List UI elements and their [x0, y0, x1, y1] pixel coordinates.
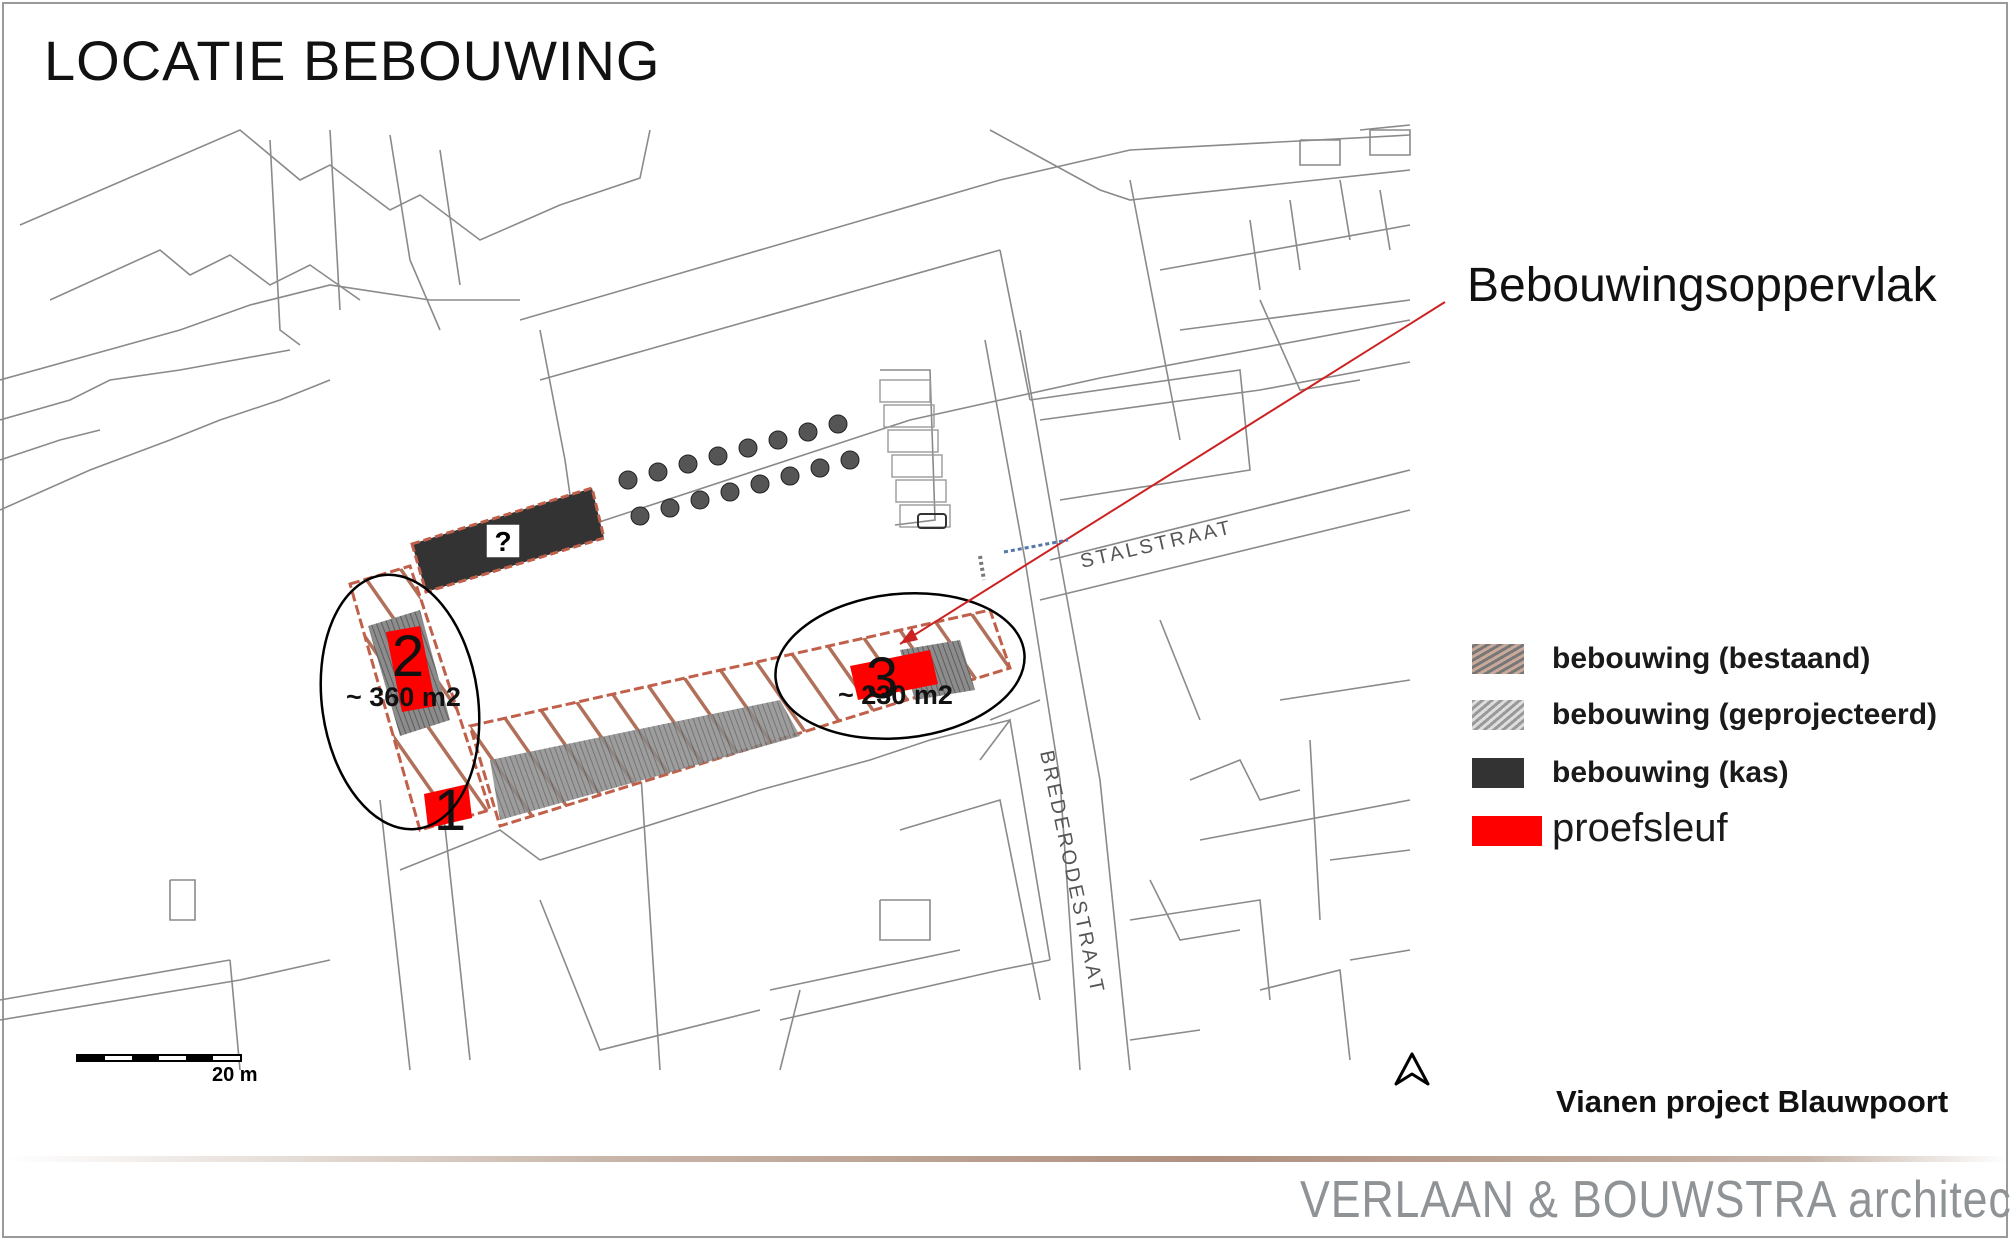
- legend-item-trench: proefsleuf: [1472, 806, 1992, 852]
- trench-number-2: 2: [392, 624, 424, 689]
- firm-name: VERLAAN & BOUWSTRA architecten: [1300, 1171, 2012, 1229]
- area-label-east: ~ 230 m2: [838, 680, 953, 710]
- legend-item-existing: bebouwing (bestaand): [1472, 640, 1992, 680]
- crosswalk: [978, 555, 986, 581]
- north-arrow-icon: [1394, 1052, 1430, 1086]
- highlight-ellipse-east: [774, 591, 1026, 741]
- dark-swatch: [1472, 758, 1524, 788]
- question-box: [485, 523, 521, 559]
- stalstraat-dashes: [1003, 538, 1069, 554]
- trench-1: [424, 784, 472, 828]
- legend-label: bebouwing (geprojecteerd): [1552, 698, 1938, 731]
- hatch-dark-swatch: [1472, 644, 1524, 674]
- scale-label: 20 m: [212, 1064, 258, 1086]
- callout-leader-line: [899, 301, 1446, 645]
- legend-label: bebouwing (kas): [1552, 756, 1789, 789]
- callout-arrowhead: [900, 628, 918, 644]
- legend-item-greenhouse: bebouwing (kas): [1472, 754, 1992, 794]
- scale-bar: [76, 1054, 242, 1062]
- page-title: LOCATIE BEBOUWING: [44, 29, 661, 92]
- car-icon: [917, 513, 947, 529]
- trees: [618, 414, 860, 526]
- trench-number-3: 3: [866, 646, 898, 711]
- parking-stalls: [879, 379, 951, 528]
- question-mark: ?: [494, 526, 511, 557]
- footer-divider: [4, 1156, 2008, 1162]
- cadastral-lines: [0, 124, 1411, 1071]
- street-label-stalstraat: STALSTRAAT: [1078, 516, 1235, 573]
- trench-3: [850, 650, 938, 700]
- hatch-light-swatch: [1472, 700, 1524, 730]
- red-swatch: [1472, 816, 1542, 846]
- trenches: [386, 626, 938, 828]
- legend-item-projected: bebouwing (geprojecteerd): [1472, 696, 1992, 736]
- highlight-ellipse-west: [319, 573, 481, 831]
- legend-label: proefsleuf: [1552, 806, 1728, 850]
- area-label-west: ~ 360 m2: [346, 682, 461, 712]
- callout-label: Bebouwingsoppervlak: [1467, 259, 1937, 312]
- legend-label: bebouwing (bestaand): [1552, 642, 1871, 675]
- trench-2: [386, 626, 436, 712]
- project-name: Vianen project Blauwpoort: [1556, 1084, 1949, 1119]
- existing-building-strip: [490, 700, 800, 820]
